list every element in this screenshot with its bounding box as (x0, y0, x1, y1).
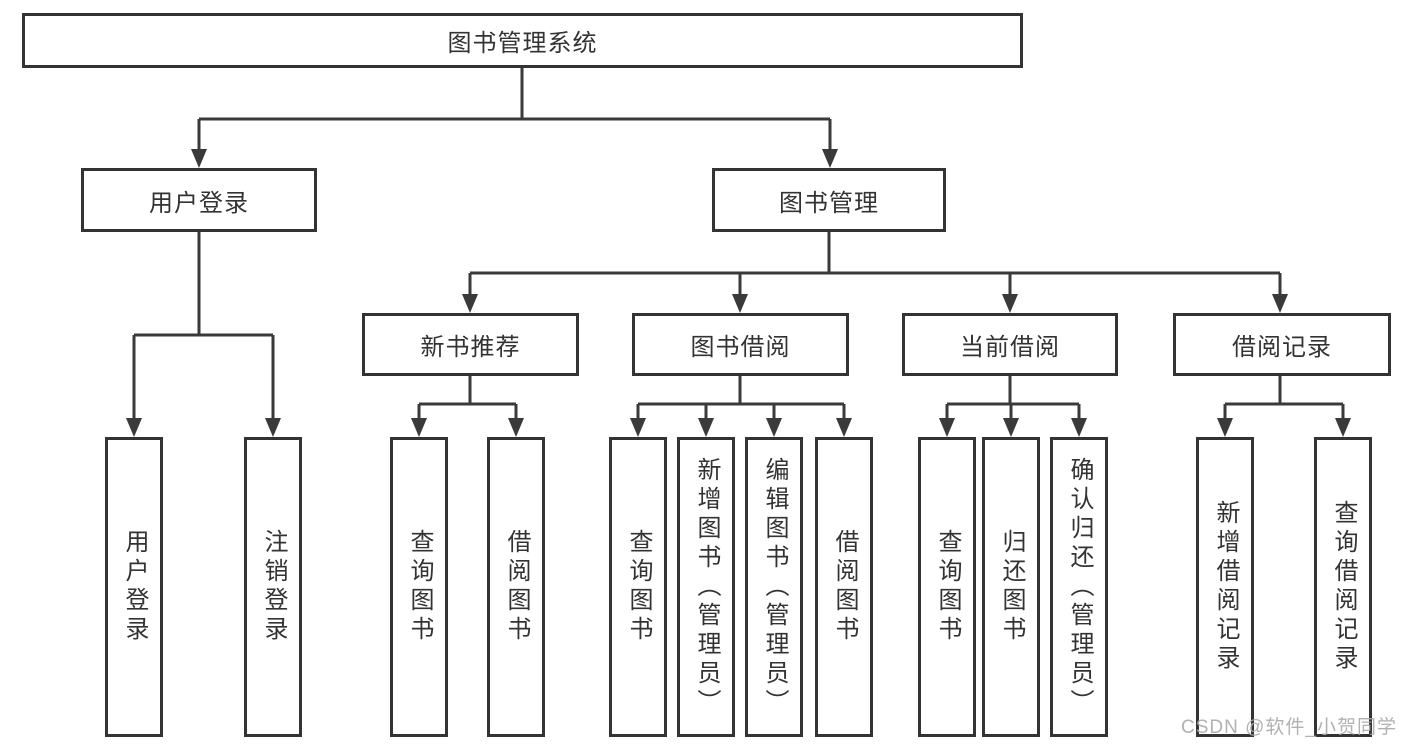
node-label: 新书推荐 (420, 334, 521, 361)
node-book-management: 图书管理 (712, 168, 946, 232)
leaf-label: 查询图书 (406, 529, 433, 645)
leaf-label: 注销登录 (260, 529, 287, 645)
leaf-label: 借阅图书 (503, 529, 530, 645)
leaf-query-borrow-record: 查询借阅记录 (1314, 437, 1372, 737)
node-current-borrowing: 当前借阅 (902, 313, 1118, 376)
csdn-watermark: CSDN @软件_小贺同学 (1181, 717, 1397, 738)
node-borrowing-records: 借阅记录 (1173, 313, 1391, 376)
node-user-login: 用户登录 (81, 168, 317, 232)
node-library-management-system: 图书管理系统 (22, 13, 1023, 68)
leaf-query-books-borrowing: 查询图书 (609, 437, 667, 737)
leaf-borrow-books-borrowing: 借阅图书 (815, 437, 873, 737)
node-book-borrowing: 图书借阅 (632, 313, 849, 376)
leaf-label: 借阅图书 (831, 529, 858, 645)
leaf-user-login: 用户登录 (105, 437, 163, 737)
leaf-label: 新增借阅记录 (1212, 500, 1239, 674)
leaf-label: 查询图书 (625, 529, 652, 645)
leaf-borrow-books-recommend: 借阅图书 (487, 437, 545, 737)
leaf-label: 新增图书（管理员） (693, 456, 720, 718)
leaf-label: 用户登录 (121, 529, 148, 645)
node-label: 用户登录 (149, 189, 249, 217)
node-new-book-recommend: 新书推荐 (362, 313, 579, 376)
leaf-confirm-return-admin: 确认归还（管理员） (1050, 437, 1108, 737)
node-label: 当前借阅 (960, 334, 1060, 361)
leaf-label: 查询图书 (934, 529, 961, 645)
node-label: 借阅记录 (1232, 334, 1332, 361)
node-label: 图书借阅 (690, 334, 791, 361)
leaf-query-books-recommend: 查询图书 (390, 437, 448, 737)
leaf-add-borrow-record: 新增借阅记录 (1196, 437, 1254, 737)
leaf-query-books-current: 查询图书 (918, 437, 976, 737)
leaf-edit-book-admin: 编辑图书（管理员） (745, 437, 803, 737)
leaf-return-book: 归还图书 (982, 437, 1040, 737)
node-label: 图书管理 (779, 189, 879, 217)
node-label: 图书管理系统 (447, 30, 598, 57)
leaf-add-book-admin: 新增图书（管理员） (677, 437, 735, 737)
leaf-label: 查询借阅记录 (1330, 500, 1357, 674)
leaf-label: 确认归还（管理员） (1066, 456, 1093, 718)
leaf-label: 归还图书 (998, 529, 1025, 645)
leaf-logout: 注销登录 (244, 437, 302, 737)
leaf-label: 编辑图书（管理员） (761, 456, 788, 718)
